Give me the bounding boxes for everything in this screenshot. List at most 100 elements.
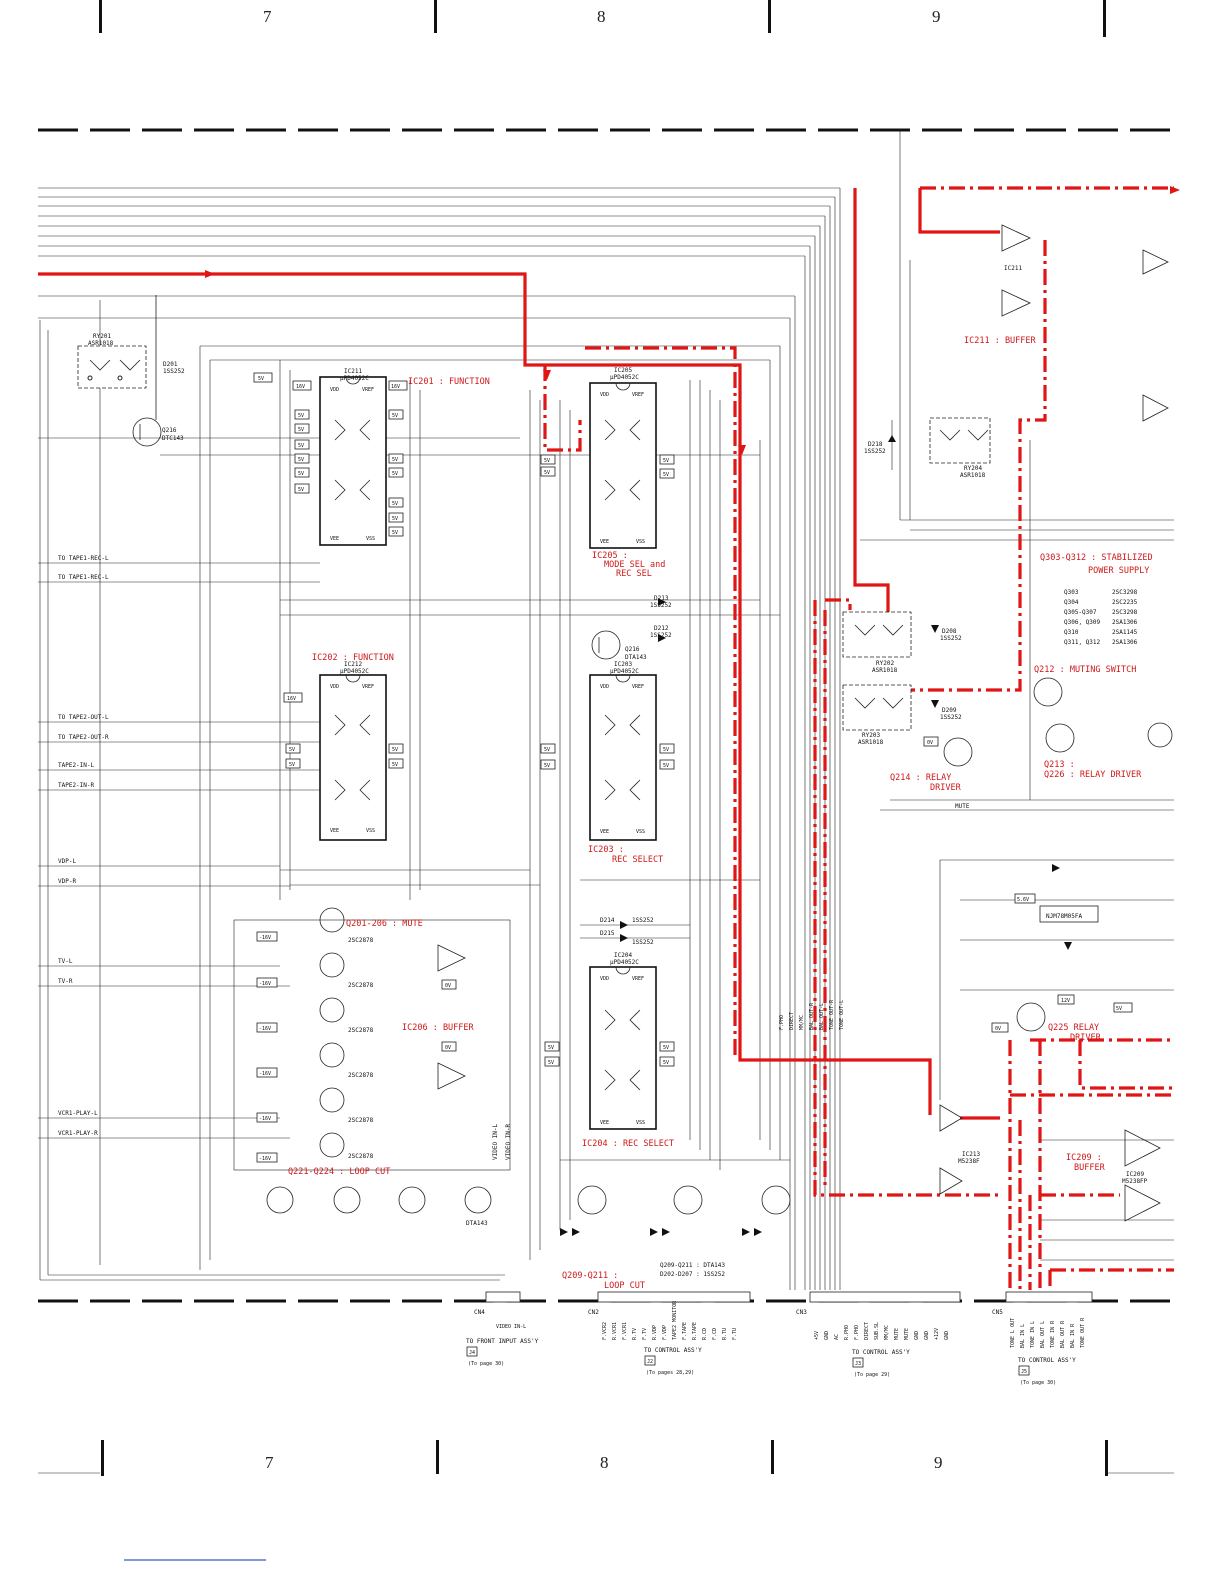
ic211-right-label: IC211 <box>1004 265 1022 272</box>
sig-tape2-out-l: TO TAPE2-OUT-L <box>58 714 109 721</box>
ic211-label: IC211 <box>344 368 362 375</box>
d201-label: D201 <box>163 361 178 368</box>
board-boundary <box>38 128 1174 1303</box>
sig-vcr1-play-r: VCR1-PLAY-R <box>58 1130 98 1137</box>
cn2-jack: J2 <box>647 1359 653 1365</box>
cn2-pin-8: F.TAPE <box>682 1322 688 1340</box>
bus-labels: F.PHO DIRECT MM/MC BAL OUT-R BAL OUT-L T… <box>779 999 845 1030</box>
ic205-label: IC205 <box>614 367 632 374</box>
ps-row2-b: 2SC3298 <box>1112 609 1138 616</box>
ic205-title3: REC SEL <box>616 569 652 579</box>
connector-cn5: CN5 TONE L OUT BAL IN L TONE IN L BAL OU… <box>992 1291 1093 1386</box>
cn5-pin-6: BAL IN R <box>1070 1323 1076 1348</box>
ic205-vdd: VDD <box>600 392 609 398</box>
q204-type: 2SC2878 <box>348 1117 374 1124</box>
ic205-vee: VEE <box>600 539 609 545</box>
cn2-pin-1: R.VCR1 <box>612 1322 618 1340</box>
cn3-label: CN3 <box>796 1309 807 1316</box>
d214-part: 1SS252 <box>632 917 654 924</box>
ic203-vss: VSS <box>636 829 645 835</box>
cn4-jack: J4 <box>469 1350 475 1356</box>
ic212-vdd: VDD <box>330 684 339 690</box>
ic204-chip: IC204 μPD4052C VDD VREF VEE VSS IC204 : … <box>544 952 675 1149</box>
ry203-part: ASR1018 <box>858 739 884 746</box>
left-signal-labels: TO TAPE1-REC-L TO TAPE1-REC-L TO TAPE2-O… <box>38 555 320 1139</box>
power-supply-table: Q303-Q312 : STABILIZED POWER SUPPLY Q303… <box>1040 553 1153 646</box>
ic201-16v-r: 16V <box>391 384 400 390</box>
cn5-pin-0: TONE L OUT <box>1010 1318 1016 1348</box>
ic201-5v-l: 5V <box>392 530 398 536</box>
cn2-pin-0: F.VCR2 <box>602 1322 608 1340</box>
ic212-vss: VSS <box>366 828 375 834</box>
cn3-pin-11: GND <box>924 1331 930 1340</box>
ps-row0-a: Q303 <box>1064 589 1079 596</box>
ic204-vee: VEE <box>600 1120 609 1126</box>
ic202-title: IC202 : FUNCTION <box>312 653 394 663</box>
d212-label: D212 <box>654 625 669 632</box>
ic209-label: IC209 <box>1126 1171 1144 1178</box>
cn3-pin-8: MUTE <box>894 1328 900 1340</box>
cn4-label: CN4 <box>474 1309 485 1316</box>
sig-tv-l: TV-L <box>58 958 73 965</box>
loop-cut3-title: LOOP CUT <box>604 1281 645 1291</box>
ic206-title: IC206 : BUFFER <box>402 1023 475 1033</box>
regulator-label: NJM78M05FA <box>1046 913 1083 920</box>
cn3-pin-9: MUTE <box>904 1328 910 1340</box>
ic211-part: μPD4052C <box>340 375 369 382</box>
d213-label: D213 <box>654 595 669 602</box>
reg-56v: 5.6V <box>1017 897 1029 903</box>
d214-d215: D214 1SS252 D215 1SS252 <box>580 917 690 946</box>
cn2-pin-9: R.TAPE <box>692 1322 698 1340</box>
cn5-pin-5: BAL OUT R <box>1060 1320 1066 1348</box>
ic211-vee: VEE <box>330 536 339 542</box>
ic205-5v-b: 5V <box>544 470 550 476</box>
ry203-label: RY203 <box>862 732 880 739</box>
lower-right-block: NJM78M05FA 5.6V 12V 0V 5V Q225 RELAY DRI… <box>939 864 1161 1222</box>
cn2-pin-10: R.CD <box>702 1328 708 1340</box>
ic201-5v-h: 5V <box>392 457 398 463</box>
ry201-part: ASR1018 <box>88 340 114 347</box>
ps-row5-b: 2SA1306 <box>1112 639 1138 646</box>
q216-part: DTC143 <box>162 435 184 442</box>
bus-wires <box>38 130 1174 1290</box>
connector-cn3: CN3 +5V GND AC R.PHO F.PHO DIRECT SUB.SL… <box>796 1291 961 1378</box>
ic203-title2: REC SELECT <box>612 855 663 865</box>
ic203-5v-c: 5V <box>663 747 669 753</box>
ps-row2-a: Q305-Q307 <box>1064 609 1097 616</box>
signal-path <box>38 186 1180 1290</box>
sig-tape1-rec-l: TO TAPE1-REC-L <box>58 555 109 562</box>
ic211-vss: VSS <box>366 536 375 542</box>
ic203-part: μPD4052C <box>610 668 639 675</box>
cn5-pin-4: TONE IN R <box>1050 1320 1056 1348</box>
ic204-label: IC204 <box>614 952 632 959</box>
cn3-jack: J3 <box>855 1361 861 1367</box>
sig-tape2-in-r: TAPE2-IN-R <box>58 782 95 789</box>
cn3-pin-4: F.PHO <box>854 1325 860 1340</box>
ic202-5v-a: 5V <box>289 747 295 753</box>
ic206-0v-b: 0V <box>445 1045 451 1051</box>
cn3-pin-3: R.PHO <box>844 1325 850 1340</box>
ic206-0v: 0V <box>445 983 451 989</box>
cn2-dest: TO CONTROL ASS'Y <box>644 1347 702 1354</box>
cn2-pin-3: R.TV <box>632 1328 638 1340</box>
mute-m16v-d: -16V <box>259 1071 271 1077</box>
q225-0v: 0V <box>995 1026 1001 1032</box>
ic211-vref: VREF <box>362 387 374 393</box>
ic205-title: IC205 : <box>592 551 628 561</box>
cn5-pin-3: BAL OUT L <box>1040 1321 1046 1348</box>
ic211-vdd: VDD <box>330 387 339 393</box>
ps-row1-a: Q304 <box>1064 599 1079 606</box>
column-markers-top: 7 8 9 <box>99 0 1106 37</box>
cn5-pin-1: BAL IN L <box>1020 1324 1026 1348</box>
ic212-vee: VEE <box>330 828 339 834</box>
d212-part: 1SS252 <box>650 632 672 639</box>
bus-bal-out-l: BAL OUT-L <box>819 1003 825 1030</box>
connector-cn4: CN4 VIDEO IN-L TO FRONT INPUT ASS'Y J4 (… <box>466 1291 539 1367</box>
bus-mm-mc: MM/MC <box>799 1015 805 1030</box>
ic205-chip: IC205 μPD4052C VDD VREF VEE VSS IC205 : … <box>540 367 675 579</box>
ic201-5v-j: 5V <box>392 501 398 507</box>
ic205-vref: VREF <box>632 392 644 398</box>
ic201-5v-e: 5V <box>298 471 304 477</box>
ic211-buffer-title: IC211 : BUFFER <box>964 336 1037 346</box>
q216-block: Q216 DTA143 D213 1SS252 D212 1SS252 <box>591 595 672 661</box>
